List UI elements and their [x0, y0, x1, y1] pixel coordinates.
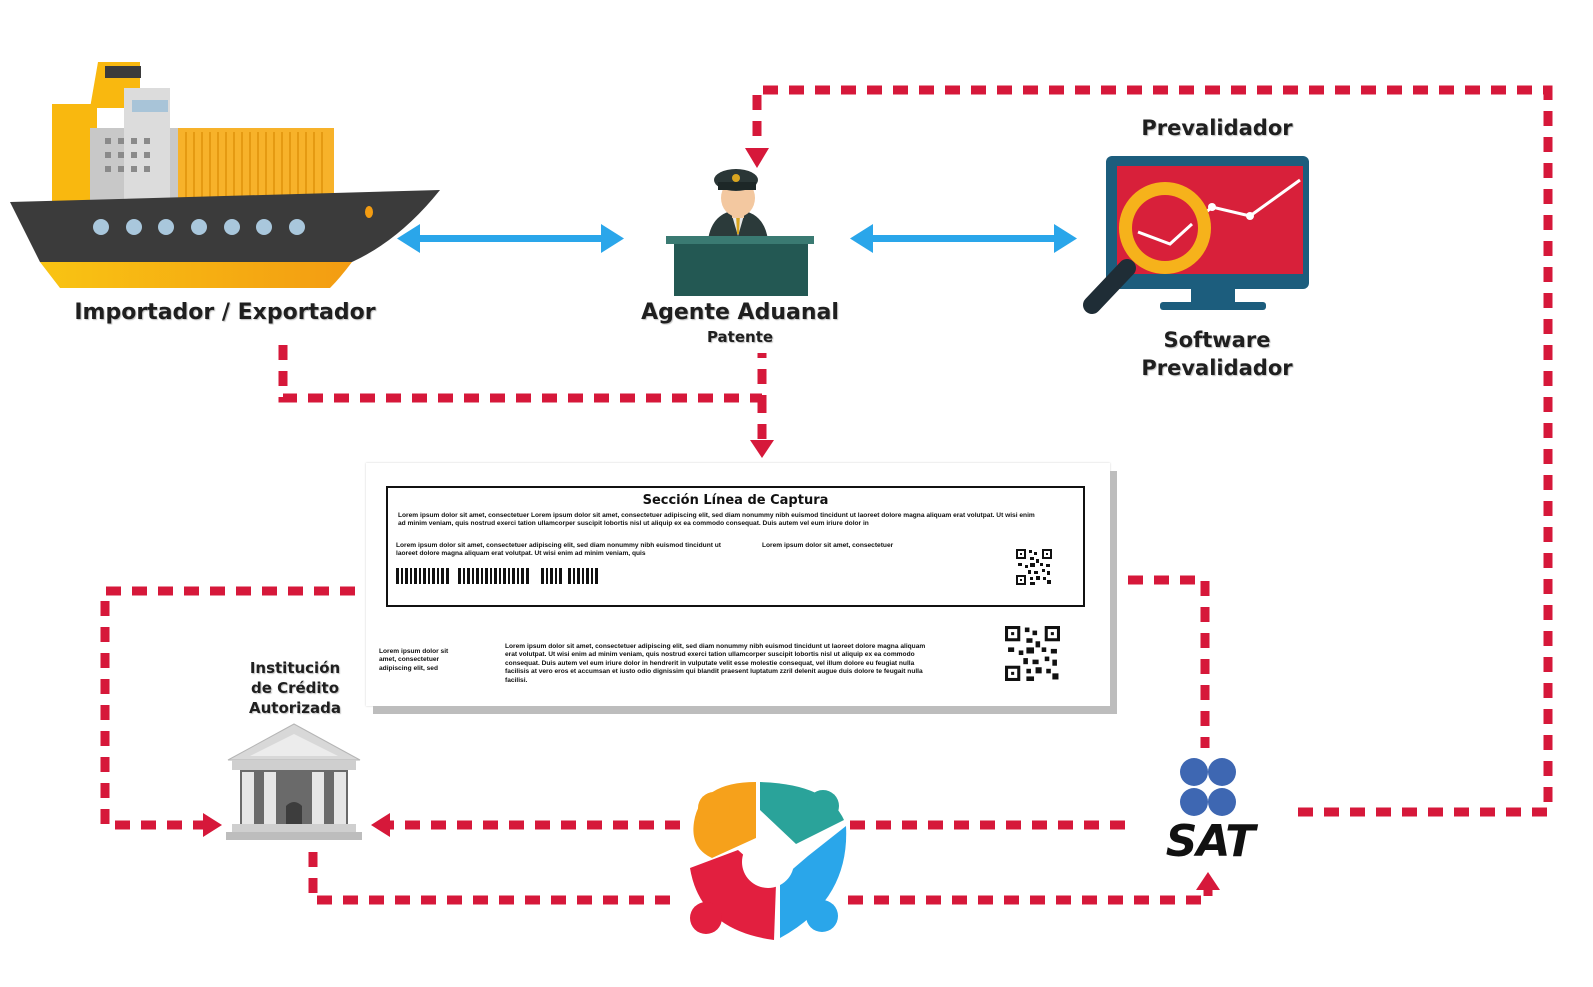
arrow-agent-software [850, 224, 1077, 253]
blue-double-arrows [397, 224, 1077, 253]
importer-label: Importador / Exportador [74, 300, 376, 325]
ship-icon [10, 62, 440, 288]
qr-code-large [1005, 626, 1060, 681]
agent-sublabel: Patente [706, 328, 774, 346]
barcode [396, 568, 598, 584]
software-title: Prevalidador [1141, 116, 1293, 140]
arrow-importer-agent [397, 224, 624, 253]
capture-line-title: Sección Línea de Captura [642, 493, 829, 508]
capture-line-paragraph-2: Lorem ipsum dolor sit amet, consectetuer… [396, 542, 721, 558]
payment-document: Sección Línea de Captura Lorem ipsum dol… [366, 463, 1110, 706]
qr-code-small [1016, 549, 1052, 585]
software-label-line2: Prevalidador [1141, 356, 1293, 380]
doc-footer-left-text: Lorem ipsum dolor sit amet, consectetuer… [379, 648, 449, 672]
flow-document-to-bank [100, 586, 355, 830]
monitor-magnifier-icon [1083, 156, 1309, 314]
arrowhead-agent-top [745, 148, 769, 168]
customs-agent-icon [666, 169, 814, 296]
bank-label-line2: de Crédito [250, 679, 340, 697]
network-people-icon [690, 782, 847, 940]
flow-arrowheads [203, 148, 1220, 890]
sat-label: SAT [1165, 816, 1256, 867]
doc-footer-main-text: Lorem ipsum dolor sit amet, consectetuer… [505, 643, 926, 684]
bank-icon [226, 723, 362, 840]
arrowhead-bank-right [371, 813, 390, 837]
dashed-flow-lines [100, 85, 1553, 905]
arrowhead-document-top [750, 440, 774, 458]
capture-line-paragraph-3: Lorem ipsum dolor sit amet, consectetuer [762, 542, 894, 549]
flow-document-to-sat [1128, 575, 1210, 748]
capture-line-paragraph-1: Lorem ipsum dolor sit amet, consectetuer… [398, 512, 1035, 528]
bank-label-line3: Autorizada [248, 699, 341, 717]
bank-label-line1: Institución [249, 659, 341, 677]
flow-importer-to-document [278, 345, 767, 403]
agent-label: Agente Aduanal [641, 300, 839, 325]
arrowhead-sat-bottom [1196, 872, 1220, 890]
capture-line-section: Sección Línea de Captura Lorem ipsum dol… [386, 486, 1085, 607]
flow-network-to-sat [848, 888, 1213, 905]
sat-logo [1180, 758, 1236, 816]
flow-sat-to-agent [752, 85, 1553, 817]
software-label-line1: Software [1163, 328, 1271, 352]
arrowhead-bank-left [203, 813, 222, 837]
flow-bank-to-sat [308, 852, 680, 905]
